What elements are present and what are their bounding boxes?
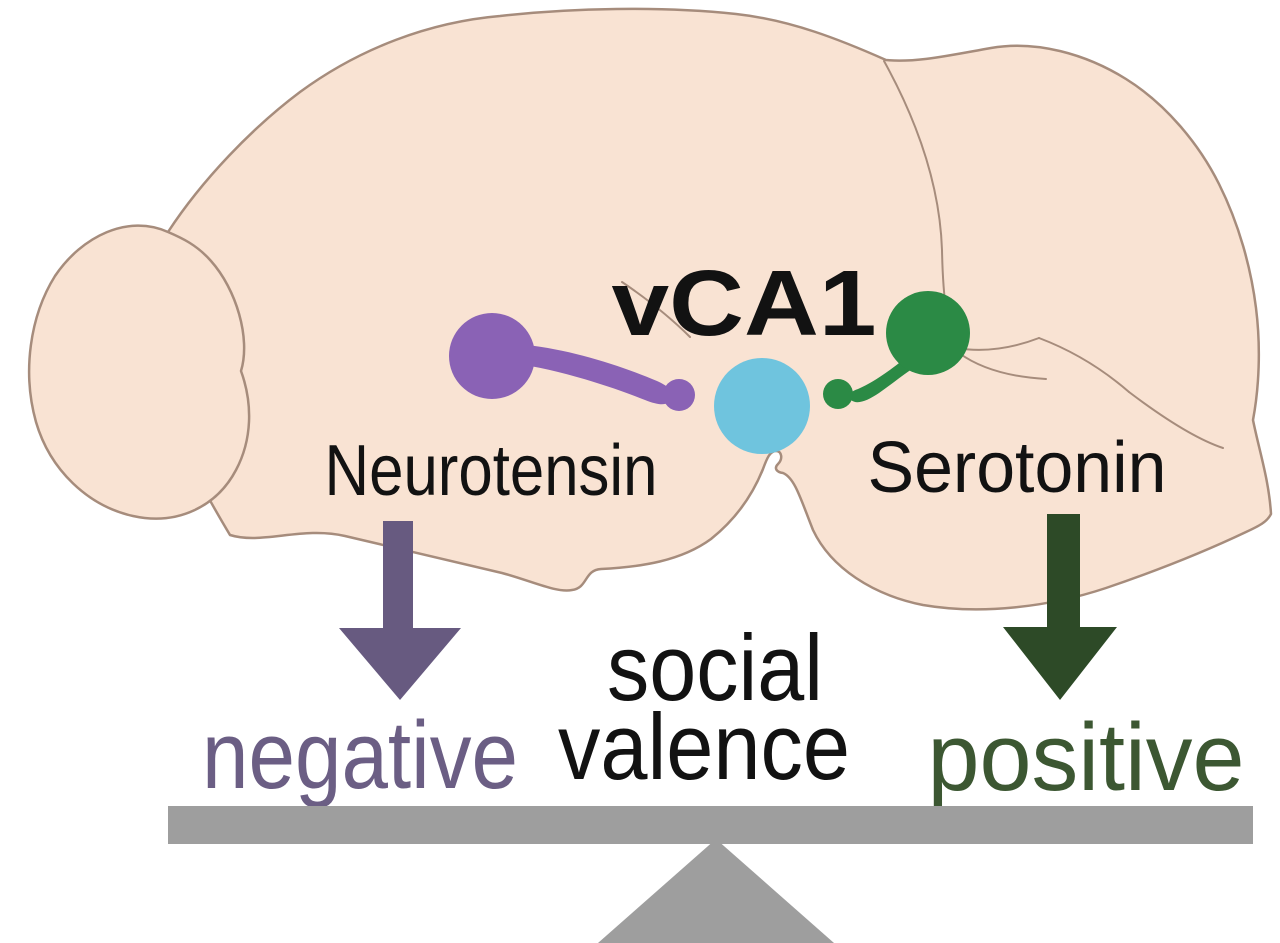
vca1-node [714,358,810,454]
positive-arrow-icon [1003,514,1117,700]
serotonin-node [886,291,970,375]
neurotensin-terminal [663,379,695,411]
neurotensin-projection [524,345,672,405]
negative-arrow-icon [339,521,461,700]
social-valence-line2: valence [558,694,850,799]
serotonin-terminal [823,379,853,409]
cerebellum-fold-d [1128,391,1224,449]
olfactory-bulb [27,224,251,520]
brain-illustration [27,7,1273,611]
neurotensin-node [449,313,535,399]
social-valence-label: social valence [558,615,850,799]
balance-beam [168,806,1253,844]
circuit-diagram [449,291,970,454]
cortex-crease [621,281,691,338]
cerebellum-fold-c [958,352,1047,380]
serotonin-label: Serotonin [868,428,1167,508]
balance-fulcrum-icon [598,839,834,943]
vca1-label: vCA1 [612,251,877,355]
cerebellum-fold-b [1038,337,1130,393]
positive-label: positive [928,704,1245,811]
serotonin-projection [849,360,915,403]
social-valence-line1: social [607,615,823,720]
negative-label: negative [202,702,518,809]
neurotensin-label: Neurotensin [325,431,658,511]
